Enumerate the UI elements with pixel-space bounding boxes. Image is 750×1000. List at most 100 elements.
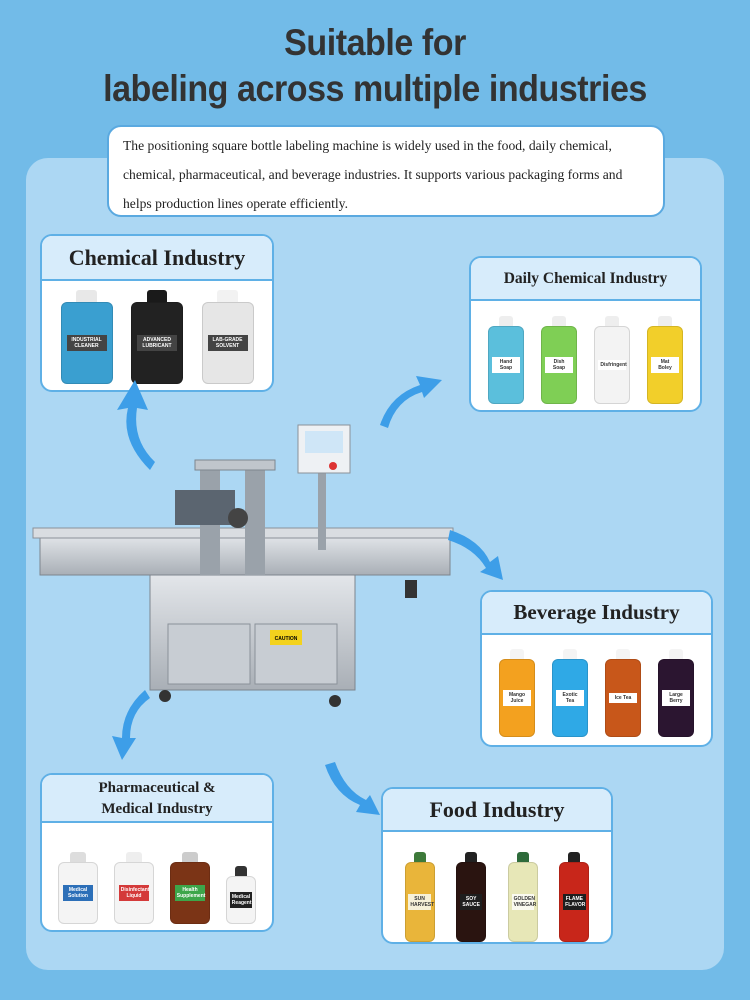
product-bottle: Health Supplement bbox=[170, 852, 210, 924]
bottle-body: Exotic Tea bbox=[552, 659, 588, 737]
bottle-label: Dish Soap bbox=[545, 357, 573, 373]
bottle-cap bbox=[146, 290, 168, 302]
bottle-label: Medical Solution bbox=[62, 885, 94, 901]
bottle-body: Hand Soap bbox=[488, 326, 524, 404]
product-bottle: SUN HARVEST bbox=[404, 852, 435, 942]
bottle-label: SUN HARVEST bbox=[408, 894, 435, 910]
product-bottle: FLAME FLAVOR bbox=[559, 852, 590, 942]
bottle-label: LAB-GRADE SOLVENT bbox=[207, 335, 248, 351]
bottle-body: Disfringent bbox=[594, 326, 630, 404]
bottle-label: FLAME FLAVOR bbox=[563, 894, 586, 910]
headline-line-1: Suitable for bbox=[284, 22, 466, 63]
bottle-body: SOY SAUCE bbox=[456, 862, 487, 942]
product-bottle: Mat Boley bbox=[647, 316, 683, 404]
product-bottle: Medical Solution bbox=[58, 852, 98, 924]
bottle-label: Ice Tea bbox=[609, 693, 637, 703]
bottle-cap bbox=[76, 290, 97, 302]
bottle-label: Exotic Tea bbox=[556, 690, 584, 706]
product-bottle: SOY SAUCE bbox=[456, 852, 487, 942]
product-bottle: Disfringent bbox=[594, 316, 630, 404]
product-bottle: Exotic Tea bbox=[552, 649, 588, 737]
headline-line-2: labeling across multiple industries bbox=[103, 68, 647, 109]
product-row: INDUSTRIAL CLEANER ADVANCED LUBRICANT LAB-… bbox=[42, 281, 272, 390]
bottle-label: Health Supplement bbox=[174, 885, 206, 901]
bottle-cap bbox=[568, 852, 581, 862]
bottle-label: Disfringent bbox=[598, 360, 627, 370]
bottle-cap bbox=[413, 852, 426, 862]
bottle-label: ADVANCED LUBRICANT bbox=[137, 335, 177, 351]
bottle-cap bbox=[465, 852, 478, 862]
card-title: Chemical Industry bbox=[42, 236, 272, 281]
bottle-body: ADVANCED LUBRICANT bbox=[131, 302, 183, 384]
bottle-cap bbox=[604, 316, 620, 326]
bottle-body: LAB-GRADE SOLVENT bbox=[201, 302, 254, 384]
card-chemical-industry: Chemical Industry INDUSTRIAL CLEANER ADVA… bbox=[40, 234, 274, 392]
bottle-cap bbox=[562, 649, 578, 659]
product-row: Hand Soap Dish Soap Disfringent Mat Boley bbox=[471, 301, 700, 410]
intro-text-box: The positioning square bottle labeling m… bbox=[107, 125, 665, 217]
bottle-body: Medical Reagent bbox=[226, 876, 256, 924]
card-title: Food Industry bbox=[383, 789, 611, 832]
product-bottle: Medical Reagent bbox=[226, 866, 256, 924]
product-bottle: INDUSTRIAL CLEANER bbox=[60, 290, 113, 384]
card-daily-chemical-industry: Daily Chemical Industry Hand Soap Dish So… bbox=[469, 256, 702, 412]
arrow-to-food-icon bbox=[325, 762, 380, 815]
bottle-cap bbox=[509, 649, 525, 659]
arrow-to-daily-chemical-icon bbox=[380, 376, 442, 428]
bottle-label: GOLDEN VINEGAR bbox=[511, 894, 537, 910]
bottle-label: Large Berry bbox=[662, 690, 690, 706]
card-pharmaceutical-industry: Pharmaceutical & Medical Industry Medica… bbox=[40, 773, 274, 932]
bottle-cap bbox=[615, 649, 631, 659]
bottle-label: Mat Boley bbox=[651, 357, 679, 373]
bottle-body: Dish Soap bbox=[541, 326, 577, 404]
arrows bbox=[112, 376, 503, 815]
bottle-body: Ice Tea bbox=[605, 659, 641, 737]
bottle-cap bbox=[217, 290, 238, 302]
bottle-body: Mat Boley bbox=[647, 326, 683, 404]
bottle-body: SUN HARVEST bbox=[404, 862, 435, 942]
bottle-body: FLAME FLAVOR bbox=[559, 862, 590, 942]
bottle-cap bbox=[235, 866, 247, 876]
bottle-body: INDUSTRIAL CLEANER bbox=[60, 302, 113, 384]
card-title: Daily Chemical Industry bbox=[471, 258, 700, 301]
bottle-cap bbox=[657, 316, 673, 326]
bottle-body: Medical Solution bbox=[58, 862, 98, 924]
product-bottle: GOLDEN VINEGAR bbox=[507, 852, 538, 942]
bottle-label: Disinfectant Liquid bbox=[118, 885, 150, 901]
bottle-label: Hand Soap bbox=[492, 357, 520, 373]
product-bottle: LAB-GRADE SOLVENT bbox=[201, 290, 254, 384]
product-row: Medical Solution Disinfectant Liquid Healt… bbox=[42, 823, 272, 930]
card-title: Beverage Industry bbox=[482, 592, 711, 635]
product-row: Mango Juice Exotic Tea Ice Tea Large Berry bbox=[482, 635, 711, 745]
product-bottle: Mango Juice bbox=[499, 649, 535, 737]
bottle-label: INDUSTRIAL CLEANER bbox=[66, 335, 107, 351]
arrow-to-pharmaceutical-icon bbox=[112, 690, 150, 760]
bottle-cap bbox=[668, 649, 684, 659]
bottle-cap bbox=[70, 852, 86, 862]
product-bottle: Disinfectant Liquid bbox=[114, 852, 154, 924]
bottle-body: Large Berry bbox=[658, 659, 694, 737]
product-bottle: Large Berry bbox=[658, 649, 694, 737]
bottle-cap bbox=[182, 852, 198, 862]
card-food-industry: Food Industry SUN HARVEST SOY SAUCE GOLDEN… bbox=[381, 787, 613, 944]
product-bottle: Ice Tea bbox=[605, 649, 641, 737]
bottle-label: Medical Reagent bbox=[229, 892, 253, 908]
bottle-cap bbox=[126, 852, 142, 862]
bottle-body: Disinfectant Liquid bbox=[114, 862, 154, 924]
bottle-cap bbox=[516, 852, 529, 862]
caution-sticker: CAUTION bbox=[275, 636, 298, 642]
bottle-label: SOY SAUCE bbox=[459, 894, 483, 910]
product-row: SUN HARVEST SOY SAUCE GOLDEN VINEGAR FLAME … bbox=[383, 832, 611, 942]
arrow-to-chemical-icon bbox=[117, 380, 155, 470]
bottle-body: Mango Juice bbox=[499, 659, 535, 737]
bottle-body: GOLDEN VINEGAR bbox=[507, 862, 538, 942]
product-bottle: Dish Soap bbox=[541, 316, 577, 404]
product-bottle: ADVANCED LUBRICANT bbox=[131, 290, 183, 384]
arrow-to-beverage-icon bbox=[448, 530, 503, 580]
bottle-body: Health Supplement bbox=[170, 862, 210, 924]
card-title: Pharmaceutical & Medical Industry bbox=[42, 775, 272, 823]
bottle-cap bbox=[551, 316, 567, 326]
bottle-cap bbox=[498, 316, 514, 326]
product-bottle: Hand Soap bbox=[488, 316, 524, 404]
